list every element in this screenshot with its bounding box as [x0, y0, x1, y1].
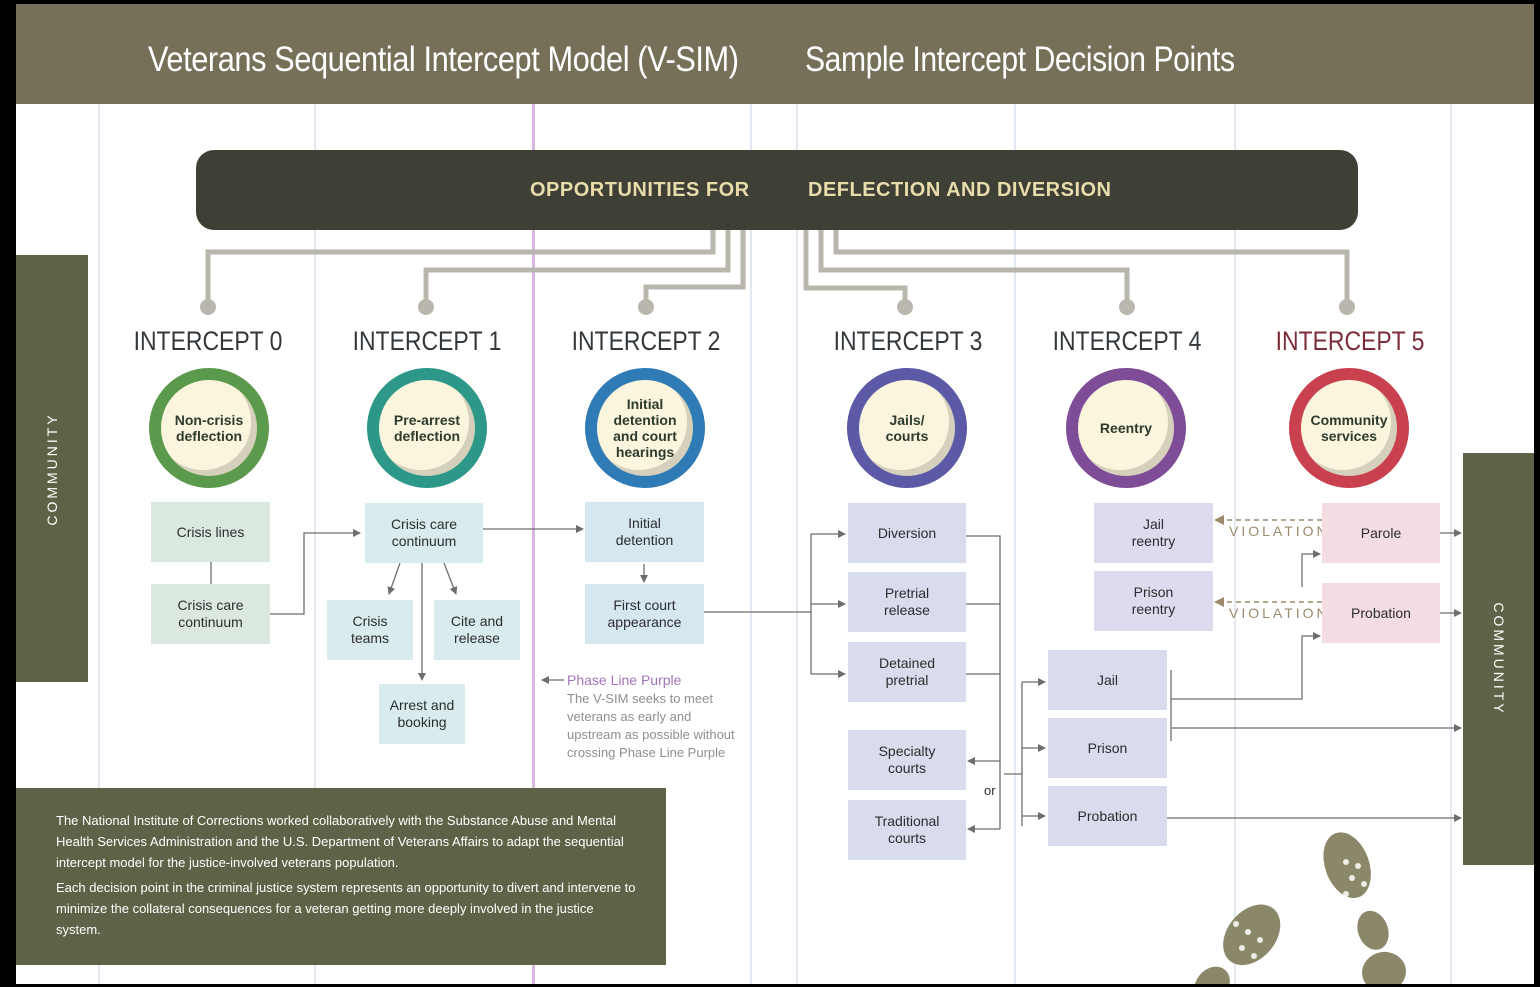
initial-detention-box: Initial detention	[585, 502, 704, 562]
flow-connectors	[200, 230, 1462, 984]
column-guide	[314, 104, 316, 984]
intercept-2-circle: Initial detention and court hearings	[585, 368, 705, 488]
phase-line-text-4: crossing Phase Line Purple	[567, 745, 726, 760]
cite-and-release-box: Cite and release	[434, 600, 520, 660]
v-sim-infographic: Veterans Sequential Intercept Model (V-S…	[16, 4, 1534, 984]
detained-pretrial-box: Detained pretrial	[848, 642, 966, 702]
probation-box-5: Probation	[1322, 583, 1440, 643]
intercept-2-label: INTERCEPT 2	[571, 326, 721, 356]
traditional-courts-box: Traditional courts	[848, 800, 966, 860]
jail-reentry-box: Jail reentry	[1094, 503, 1213, 563]
crisis-teams-box: Crisis teams	[327, 600, 413, 660]
banner-text-right: DEFLECTION AND DIVERSION	[808, 179, 1112, 201]
community-label-left: COMMUNITY	[44, 411, 60, 526]
phase-line-text-1: The V-SIM seeks to meet	[567, 691, 713, 706]
note-paragraph-2: Each decision point in the criminal just…	[56, 880, 636, 937]
prison-reentry-box: Prison reentry	[1094, 571, 1213, 631]
arrest-and-booking-box: Arrest and booking	[379, 684, 465, 744]
violation-label-1: VIOLATION	[1229, 523, 1330, 539]
intercept-5-label: INTERCEPT 5	[1275, 326, 1425, 356]
boot-print-icon	[1194, 832, 1406, 984]
parole-box: Parole	[1322, 503, 1440, 563]
community-sidebar-left: COMMUNITY	[16, 255, 88, 682]
intercept-0-circle-text: Non-crisis deflection	[174, 412, 244, 444]
intercept-3-label: INTERCEPT 3	[833, 326, 983, 356]
opportunities-banner	[196, 150, 1358, 230]
banner-text-left: OPPORTUNITIES FOR	[530, 179, 750, 201]
column-guide	[1234, 104, 1236, 984]
intercept-1-circle: Pre-arrest deflection	[367, 368, 487, 488]
note-paragraph-1: The National Institute of Corrections wo…	[56, 813, 624, 870]
crisis-lines-box: Crisis lines	[151, 502, 270, 562]
intercept-4-circle: Reentry	[1066, 368, 1186, 488]
intercept-1-circle-text: Pre-arrest deflection	[393, 412, 461, 444]
intercept-4-circle-text: Reentry	[1099, 420, 1153, 436]
intercept-5-circle-text: Community services	[1310, 412, 1388, 444]
info-note: The National Institute of Corrections wo…	[16, 788, 666, 965]
intercept-1-label: INTERCEPT 1	[352, 326, 502, 356]
or-label: or	[984, 783, 996, 798]
page-subtitle: Sample Intercept Decision Points	[805, 40, 1235, 79]
column-guide	[750, 104, 752, 984]
diversion-box: Diversion	[848, 503, 966, 563]
intercept-5-circle: Community services	[1289, 368, 1409, 488]
intercept-0-circle: Non-crisis deflection	[149, 368, 269, 488]
intercept-3-circle: Jails/ courts	[847, 368, 967, 488]
intercept-3-circle-text: Jails/ courts	[885, 412, 929, 444]
community-label-right: COMMUNITY	[1490, 602, 1507, 716]
violation-label-2: VIOLATION	[1229, 605, 1330, 621]
specialty-courts-box: Specialty courts	[848, 730, 966, 790]
phase-line-text-3: upstream as possible without	[567, 727, 735, 742]
first-court-appearance-box: First court appearance	[585, 584, 704, 644]
crisis-care-continuum-box-1: Crisis care continuum	[365, 503, 483, 563]
intercept-0-label: INTERCEPT 0	[133, 326, 283, 356]
phase-line-title: Phase Line Purple	[567, 672, 682, 688]
column-guide	[1014, 104, 1016, 984]
header-bar: Veterans Sequential Intercept Model (V-S…	[16, 4, 1534, 104]
phase-line-text-2: veterans as early and	[567, 709, 692, 724]
column-guide	[98, 104, 100, 984]
prison-box: Prison	[1048, 718, 1167, 778]
community-sidebar-right: COMMUNITY	[1463, 453, 1534, 865]
page-title: Veterans Sequential Intercept Model (V-S…	[148, 40, 739, 79]
column-guide	[1450, 104, 1452, 984]
jail-box: Jail	[1048, 650, 1167, 710]
column-guide	[796, 104, 798, 984]
pretrial-release-box: Pretrial release	[848, 572, 966, 632]
probation-box-4: Probation	[1048, 786, 1167, 846]
intercept-4-label: INTERCEPT 4	[1052, 326, 1202, 356]
crisis-care-continuum-box-0: Crisis care continuum	[151, 584, 270, 644]
intercept-2-circle-text: Initial detention and court hearings	[613, 396, 677, 460]
phase-line-purple	[532, 104, 535, 984]
